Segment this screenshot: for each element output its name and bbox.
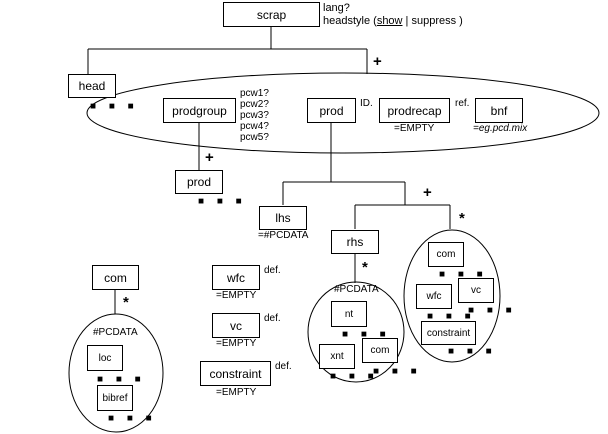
attr-headstyle: headstyle (show | suppress ): [323, 15, 463, 28]
node-label: constraint: [426, 327, 471, 339]
more-indicator: ■ ■ ■: [439, 269, 488, 280]
node-lhs[interactable]: lhs: [259, 206, 307, 230]
more-indicator: ■ ■ ■: [108, 413, 157, 424]
attr-id: ID.: [360, 98, 373, 109]
group-ellipse: [86, 72, 600, 154]
node-vc[interactable]: vc: [212, 313, 260, 338]
node-constraint[interactable]: constraint: [200, 361, 271, 386]
node-label: prod: [319, 103, 344, 118]
content-pcdata: #PCDATA: [93, 327, 138, 338]
more-indicator: ■ ■ ■: [97, 374, 146, 385]
node-label: com: [104, 270, 127, 285]
node-prod-child[interactable]: prod: [175, 170, 223, 194]
more-indicator: ■ ■ ■: [342, 329, 391, 340]
node-label: prod: [186, 175, 212, 189]
node-label: wfc: [227, 270, 245, 285]
attr-ref: ref.: [455, 98, 470, 109]
node-loc[interactable]: loc: [87, 345, 123, 371]
node-label: prodrecap: [387, 103, 442, 118]
node-label: loc: [98, 352, 112, 364]
node-bibref[interactable]: bibref: [97, 385, 133, 411]
node-label: xnt: [330, 351, 344, 362]
node-constraint-in-constraints[interactable]: constraint: [421, 321, 476, 345]
plus-occurrence: +: [205, 149, 214, 166]
more-indicator: ■ ■ ■: [198, 196, 247, 207]
star-occurrence: *: [362, 259, 368, 276]
node-label: wfc: [426, 291, 442, 302]
attr-pcw3: pcw3?: [240, 110, 269, 121]
node-label: nt: [344, 308, 354, 320]
node-label: vc: [471, 285, 481, 296]
node-vc-in-constraints[interactable]: vc: [458, 278, 494, 303]
node-com[interactable]: com: [92, 265, 139, 290]
content-pcdata: #PCDATA: [334, 284, 379, 295]
node-prod[interactable]: prod: [307, 98, 356, 123]
node-label: rhs: [346, 235, 364, 249]
more-indicator: ■ ■ ■: [448, 346, 497, 357]
attr-pcw5: pcw5?: [240, 132, 269, 143]
node-prodrecap[interactable]: prodrecap: [379, 98, 450, 123]
attr-def: def.: [264, 313, 281, 324]
node-label: head: [78, 79, 106, 93]
attr-def: def.: [264, 265, 281, 276]
node-com-in-constraints[interactable]: com: [428, 242, 464, 267]
more-indicator: ■ ■ ■: [90, 101, 139, 112]
attr-def: def.: [275, 361, 292, 372]
attr-pcw4: pcw4?: [240, 121, 269, 132]
com-ellipse: [68, 313, 164, 433]
node-wfc-in-constraints[interactable]: wfc: [416, 284, 452, 309]
attr-pcw1: pcw1?: [240, 88, 269, 99]
attr-pcw2: pcw2?: [240, 99, 269, 110]
node-label: com: [436, 249, 456, 260]
node-wfc[interactable]: wfc: [212, 265, 260, 290]
node-bnf[interactable]: bnf: [475, 98, 523, 123]
rhs-ellipse: [307, 281, 405, 383]
node-label: com: [370, 345, 390, 356]
constraints-ellipse: [403, 229, 501, 363]
node-xnt[interactable]: xnt: [319, 344, 355, 369]
attr-text: | suppress ): [402, 15, 463, 27]
node-label: bnf: [490, 103, 508, 118]
node-head[interactable]: head: [68, 74, 116, 98]
more-indicator: ■ ■ ■: [427, 311, 476, 322]
node-label: prodgroup: [172, 103, 227, 118]
more-indicator: ■ ■ ■: [330, 371, 379, 382]
content-empty: =EMPTY: [216, 290, 257, 301]
node-prodgroup[interactable]: prodgroup: [163, 98, 236, 123]
attr-default: show: [376, 15, 403, 27]
node-scrap[interactable]: scrap: [223, 2, 320, 27]
star-occurrence: *: [123, 294, 129, 311]
more-indicator: ■ ■ ■: [373, 366, 422, 377]
content-empty: =EMPTY: [394, 123, 435, 134]
plus-occurrence: +: [373, 53, 382, 70]
content-empty: =EMPTY: [216, 387, 257, 398]
node-com-in-rhs[interactable]: com: [362, 338, 398, 363]
node-nt[interactable]: nt: [331, 301, 367, 327]
content-pcdata: =#PCDATA: [258, 230, 309, 241]
node-label: bibref: [102, 392, 128, 404]
node-label: scrap: [256, 7, 287, 22]
content-empty: =EMPTY: [216, 338, 257, 349]
attr-text: headstyle (: [323, 15, 377, 27]
node-rhs[interactable]: rhs: [331, 230, 379, 254]
more-indicator: ■ ■ ■: [468, 305, 517, 316]
star-occurrence: *: [459, 210, 465, 227]
node-label: vc: [230, 318, 242, 333]
plus-occurrence: +: [423, 184, 432, 201]
node-label: lhs: [275, 211, 291, 225]
node-label: constraint: [209, 366, 262, 381]
attr-lang: lang?: [323, 2, 350, 14]
content-eg-pcd-mix: =eg.pcd.mix: [473, 123, 528, 134]
